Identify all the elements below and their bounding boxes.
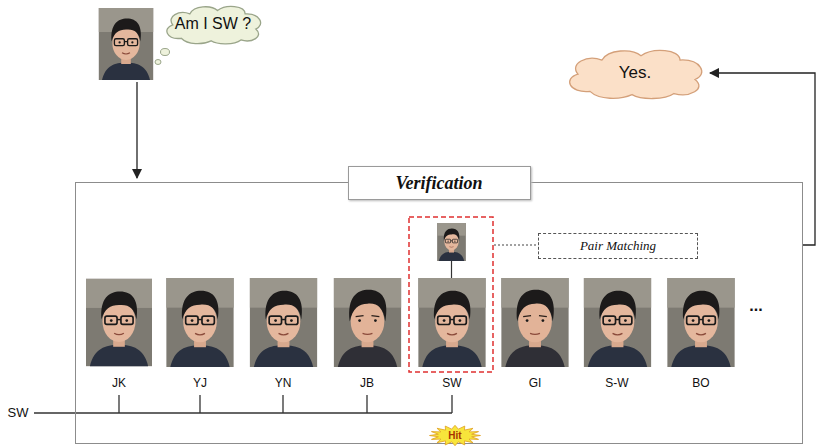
connector-arrow	[710, 73, 815, 245]
burst-outline	[430, 425, 481, 445]
face-photo	[584, 278, 651, 367]
face-photo	[501, 278, 568, 367]
id-line	[34, 412, 452, 413]
person-name: SW	[442, 377, 461, 390]
cloud-outline	[570, 50, 702, 98]
person-name: YJ	[193, 377, 207, 390]
face-photo	[250, 278, 317, 367]
person-name: S-W	[605, 377, 628, 390]
cloud-text: Am I SW ?	[175, 15, 251, 33]
match-line	[451, 261, 452, 278]
person-name: JB	[360, 377, 374, 390]
cloud-text: Yes.	[619, 63, 651, 83]
query-photo	[99, 8, 153, 80]
thought-bubble	[161, 49, 170, 56]
face-photo	[667, 278, 734, 367]
cloud-outline	[167, 6, 261, 43]
tag-text: Pair Matching	[580, 239, 656, 254]
person-name: YN	[275, 377, 292, 390]
face-photo	[166, 278, 233, 367]
thought-bubble	[155, 60, 161, 65]
id-tick	[451, 395, 452, 413]
query-thumbnail	[437, 223, 466, 261]
answer-cloud: Yes.	[560, 46, 710, 100]
panel-title: Verification	[395, 173, 482, 194]
match-highlight	[409, 217, 493, 372]
person-name: GI	[529, 377, 542, 390]
id-tick	[366, 395, 367, 413]
hit-burst: Hit	[429, 425, 481, 446]
hit-text: Hit	[448, 430, 461, 442]
id-tick	[282, 395, 283, 413]
leader-line	[494, 244, 536, 245]
face-photo	[86, 279, 152, 366]
face-photo	[418, 278, 485, 367]
id-tick	[118, 395, 119, 413]
id-tick	[199, 395, 200, 413]
person-name: BO	[692, 377, 709, 390]
pair-matching-tag: Pair Matching	[538, 233, 698, 259]
panel-heading-box: Verification	[348, 166, 531, 200]
face-photo	[334, 278, 401, 367]
person-name: JK	[112, 377, 126, 390]
identity-claim: SW	[8, 406, 29, 420]
verification-panel: VerificationPair Matching	[75, 182, 803, 444]
ellipsis-mark: ...	[749, 297, 762, 315]
thought-cloud: Am I SW ?	[160, 3, 266, 45]
query-arrow	[136, 82, 137, 178]
